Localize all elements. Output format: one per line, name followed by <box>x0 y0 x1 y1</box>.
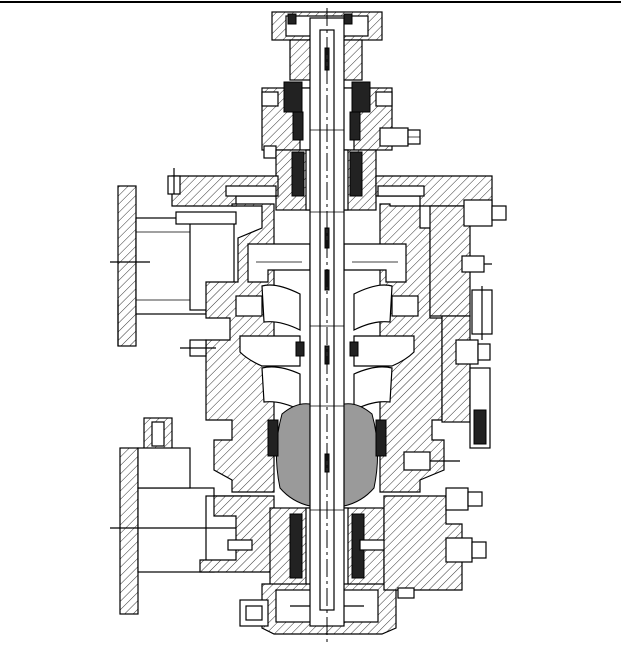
impeller-stage-1 <box>247 243 407 283</box>
right-bolt-2 <box>461 255 492 273</box>
vent-fitting <box>137 417 191 489</box>
upper-bolt-left <box>263 145 277 159</box>
top-left-bolt <box>167 168 181 195</box>
right-bolt-4 <box>445 487 483 511</box>
left-bolt-lower <box>227 539 253 551</box>
lower-right-bolt <box>397 587 415 599</box>
right-bracket <box>471 286 493 340</box>
top-cover-plate <box>171 175 493 207</box>
right-support-plate <box>469 367 491 449</box>
suction-nozzle <box>110 447 275 615</box>
right-small-fitting <box>403 451 460 471</box>
discharge-nozzle <box>110 185 237 347</box>
left-bolt-upper <box>180 339 216 357</box>
upper-bolt-right <box>379 127 421 147</box>
impeller-stage-2 <box>235 284 419 331</box>
right-bolt-5 <box>445 537 487 563</box>
impeller-stage-4 <box>261 366 393 411</box>
right-bolt-1 <box>463 199 507 227</box>
drain-plug <box>239 599 269 627</box>
impeller-stage-3 <box>239 335 415 367</box>
suction-eye <box>267 403 387 507</box>
right-bolt-3 <box>455 339 491 365</box>
